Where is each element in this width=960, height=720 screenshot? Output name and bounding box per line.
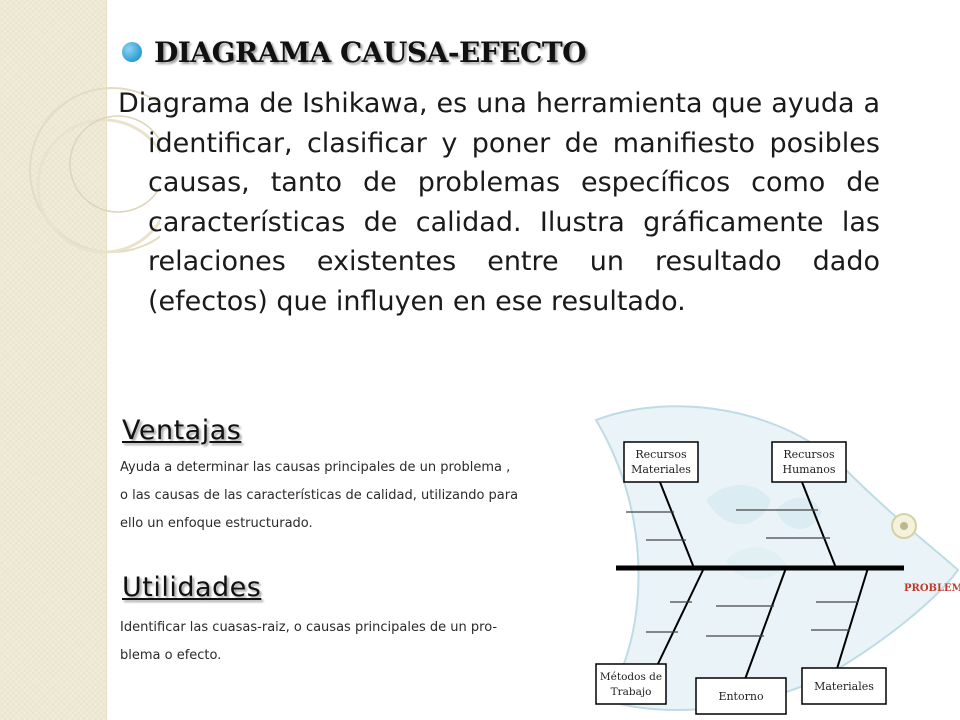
cause-box-label: Materiales (631, 463, 691, 476)
bullet-icon (122, 42, 142, 62)
diagram-bone (835, 567, 869, 673)
cause-box-recursos-humanos (771, 441, 847, 483)
title-row: DIAGRAMA CAUSA-EFECTO (122, 30, 587, 74)
diagram-bone (655, 471, 695, 569)
cause-box-entorno (695, 677, 787, 715)
utilidades-line: blema o efecto. (120, 648, 222, 663)
utilidades-line: Identificar las cuasas-raiz, o causas pr… (120, 620, 498, 635)
decorative-side-strip (0, 0, 107, 720)
cause-box-label: Recursos (635, 448, 687, 461)
cause-box-label: Entorno (718, 690, 764, 703)
ventajas-heading: Ventajas (122, 415, 242, 446)
diagram-bone (797, 471, 837, 569)
cause-box-materiales (801, 667, 887, 705)
ventajas-line: ello un enfoque estructurado. (120, 516, 313, 531)
diagram-bone (655, 567, 705, 669)
cause-box-label: Materiales (814, 680, 874, 693)
problem-label: PROBLEMA (904, 583, 960, 594)
cause-box-label: Recursos (783, 448, 835, 461)
cause-box-recursos-materiales (623, 441, 699, 483)
decorative-rings (29, 87, 160, 254)
ventajas-line: o las causas de las características de c… (120, 488, 519, 503)
cause-box-label: Métodos de (600, 671, 662, 683)
description-paragraph: Diagrama de Ishikawa, es una herramienta… (118, 88, 880, 317)
diagram-bone (743, 567, 787, 683)
cause-box-label: Trabajo (611, 686, 652, 698)
ishikawa-diagram: Recursos Materiales Recursos Humanos Mét… (594, 405, 960, 715)
minor-cause-lines (626, 509, 858, 637)
cause-box-label: Humanos (782, 463, 835, 476)
slide-title: DIAGRAMA CAUSA-EFECTO (154, 35, 587, 69)
utilidades-heading: Utilidades (122, 572, 262, 603)
ventajas-line: Ayuda a determinar las causas principale… (120, 460, 511, 475)
cause-box-metodos-trabajo (595, 663, 667, 705)
